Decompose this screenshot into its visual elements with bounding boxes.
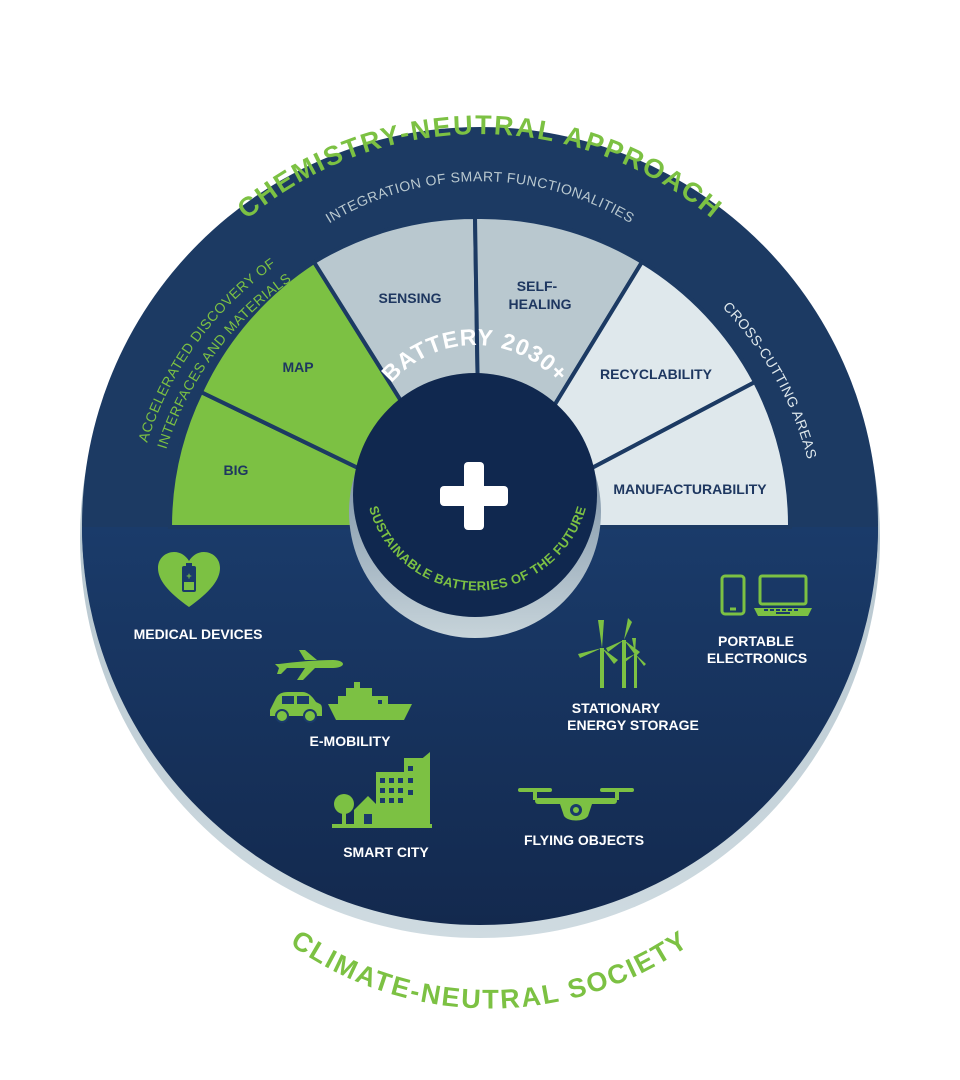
- stationary-label-line1: STATIONARY: [572, 700, 661, 716]
- flying-objects-label: FLYING OBJECTS: [524, 832, 644, 848]
- segment-map-label: MAP: [282, 359, 313, 375]
- wind-turbine-icon: [578, 618, 646, 688]
- city-icon: [332, 752, 432, 828]
- medical-devices-label: MEDICAL DEVICES: [134, 626, 263, 642]
- segment-manufacturability-label: MANUFACTURABILITY: [613, 481, 767, 497]
- segment-self-healing-label-1: SELF-: [517, 278, 558, 294]
- laptop-icon: [754, 574, 812, 616]
- portable-label-line2: ELECTRONICS: [707, 650, 807, 666]
- portable-label-line1: PORTABLE: [718, 633, 794, 649]
- plus-icon: [440, 462, 508, 530]
- drone-icon: [518, 788, 634, 821]
- segment-recyclability-label: RECYCLABILITY: [600, 366, 713, 382]
- phone-icon: [720, 574, 746, 616]
- segment-sensing-label: SENSING: [378, 290, 441, 306]
- society-title: CLIMATE-NEUTRAL SOCIETY: [286, 924, 694, 1014]
- segment-self-healing-label-2: HEALING: [509, 296, 572, 312]
- airplane-icon: [275, 650, 343, 680]
- ship-icon: [328, 682, 412, 720]
- car-icon: [270, 692, 322, 723]
- e-mobility-label: E-MOBILITY: [310, 733, 392, 749]
- segment-big-label: BIG: [224, 462, 249, 478]
- svg-text:+: +: [186, 571, 191, 581]
- smart-city-label: SMART CITY: [343, 844, 429, 860]
- lower-half: [82, 527, 878, 925]
- battery-heart-icon: +: [158, 552, 220, 607]
- stationary-label-line2: ENERGY STORAGE: [567, 717, 699, 733]
